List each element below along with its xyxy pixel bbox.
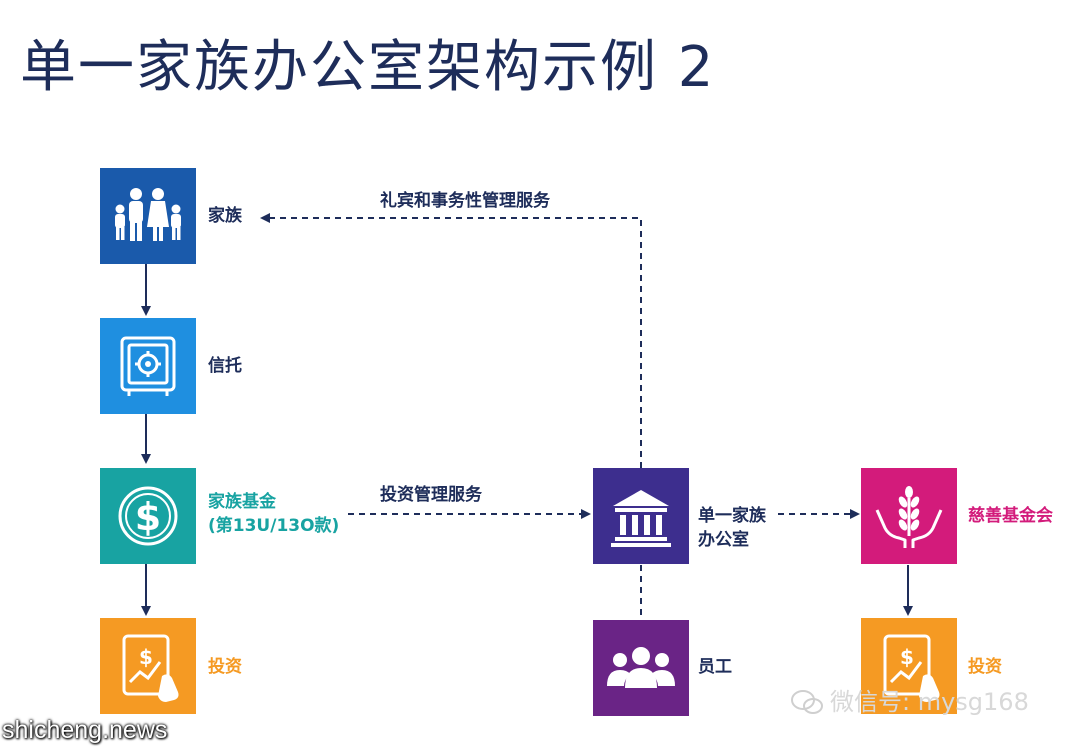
page-title: 单一家族办公室架构示例 2 <box>20 35 716 100</box>
office-node <box>593 468 689 564</box>
safe-icon <box>120 336 176 396</box>
invest-left-node: $ <box>100 618 196 714</box>
edge-label-concierge: 礼宾和事务性管理服务 <box>380 191 550 211</box>
staff-node <box>593 620 689 716</box>
svg-text:$: $ <box>135 495 161 539</box>
invest-right-label: 投资 <box>968 657 1002 677</box>
hands-wheat-icon <box>875 486 943 548</box>
trust-node <box>100 318 196 414</box>
invest-right-node: $ <box>861 618 957 714</box>
wechat-icon <box>791 690 823 714</box>
office-label: 单一家族 办公室 <box>698 504 766 552</box>
tablet-chart-icon: $ <box>883 634 940 702</box>
dashed-office-to-family <box>260 213 642 468</box>
watermark-right: 微信号: mysg168 <box>790 682 1029 717</box>
bank-icon <box>611 490 671 547</box>
office-label-line2: 办公室 <box>698 530 749 550</box>
trust-label: 信托 <box>208 356 242 376</box>
watermark-right-text: 微信号: mysg168 <box>830 688 1029 716</box>
tablet-chart-icon: $ <box>122 634 179 702</box>
fund-label-line2: (第13U/13O款) <box>208 516 340 536</box>
family-label: 家族 <box>208 206 242 226</box>
charity-label: 慈善基金会 <box>968 506 1053 526</box>
invest-left-label: 投资 <box>208 657 242 677</box>
fund-node: $ <box>100 468 196 564</box>
family-node <box>100 168 196 264</box>
watermark-left: shicheng.news <box>2 716 168 744</box>
charity-node <box>861 468 957 564</box>
svg-text:$: $ <box>139 645 153 669</box>
people-icon <box>607 647 675 688</box>
fund-label-line1: 家族基金 <box>208 492 276 512</box>
edge-label-investment-mgmt: 投资管理服务 <box>380 485 482 505</box>
office-label-line1: 单一家族 <box>698 506 766 526</box>
dollar-icon: $ <box>118 486 178 546</box>
staff-label: 员工 <box>698 657 732 677</box>
family-icon <box>115 188 181 241</box>
fund-label: 家族基金 (第13U/13O款) <box>208 490 339 538</box>
svg-text:$: $ <box>900 645 914 669</box>
